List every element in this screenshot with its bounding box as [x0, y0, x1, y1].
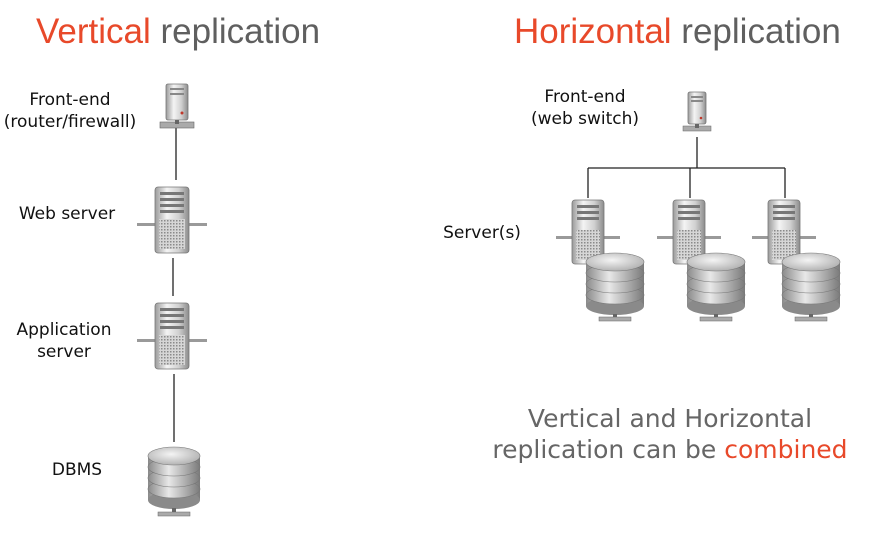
application-server-label: Application server: [8, 319, 120, 363]
combined-note: Vertical and Horizontal replication can …: [470, 403, 870, 465]
vertical-frontend-label-line1: Front-end: [29, 90, 111, 110]
server-cluster-3-icon: [752, 199, 841, 322]
combined-note-line2-prefix: replication can be: [492, 435, 725, 464]
combined-note-line1: Vertical and Horizontal: [527, 404, 813, 433]
horizontal-frontend-label: Front-end (web switch): [520, 86, 650, 130]
dbms-database-icon: [147, 446, 201, 517]
server-cluster-2-icon: [657, 199, 746, 322]
dbms-label: DBMS: [51, 460, 103, 480]
vertical-frontend-icon: [159, 83, 195, 129]
vertical-title-rest: replication: [150, 12, 321, 51]
web-switch-icon: [682, 91, 712, 132]
vertical-links: [172, 128, 177, 442]
horizontal-links: [587, 137, 786, 198]
horizontal-title-accent: Horizontal: [514, 12, 672, 51]
horizontal-frontend-label-line1: Front-end: [544, 87, 626, 107]
vertical-title: Vertical replication: [36, 12, 320, 52]
web-server-icon: [137, 186, 207, 254]
servers-label: Server(s): [443, 223, 521, 243]
application-server-label-line1: Application: [16, 320, 112, 340]
vertical-title-accent: Vertical: [36, 12, 151, 51]
combined-note-accent: combined: [724, 435, 848, 464]
horizontal-title-rest: replication: [671, 12, 841, 51]
server-cluster-1-icon: [556, 199, 645, 322]
horizontal-title: Horizontal replication: [514, 12, 841, 52]
horizontal-frontend-label-line2: (web switch): [530, 109, 640, 129]
combined-note-line2: replication can be combined: [470, 434, 870, 465]
application-server-label-line2: server: [37, 342, 91, 362]
vertical-frontend-label-line2: (router/firewall): [3, 112, 137, 132]
web-server-label: Web server: [18, 204, 116, 224]
vertical-frontend-label: Front-end (router/firewall): [0, 89, 140, 133]
application-server-icon: [137, 302, 207, 370]
